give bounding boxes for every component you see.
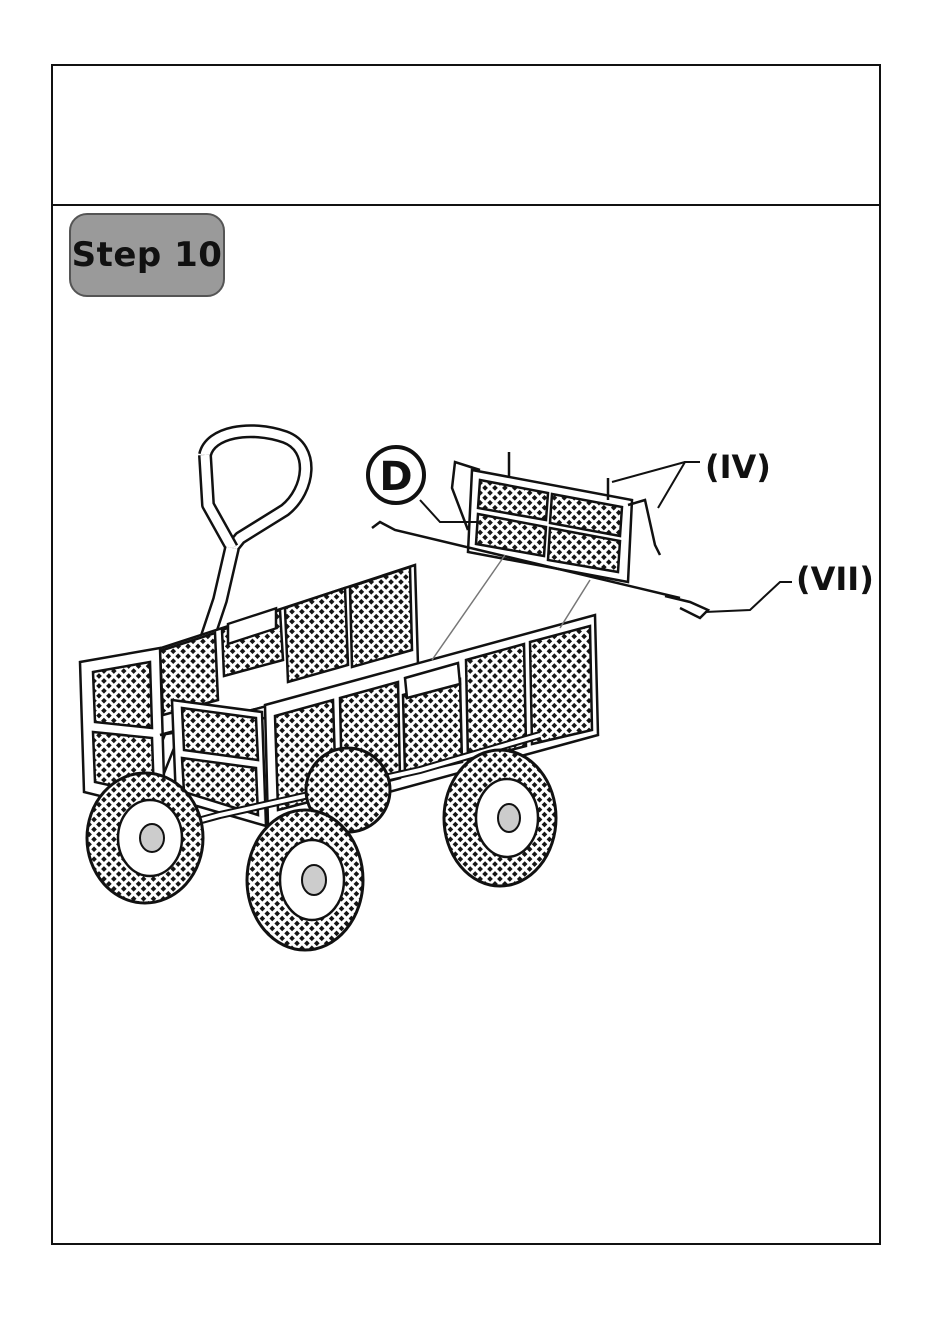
- callout-D-label: D: [379, 454, 412, 500]
- wheel-front-left: [247, 810, 363, 950]
- wheel-rear-left: [87, 773, 203, 903]
- callout-VII: (VII): [705, 560, 874, 612]
- wheel-front-right: [444, 750, 556, 886]
- callout-IV-label: (IV): [705, 448, 771, 486]
- callout-IV: (IV): [612, 448, 771, 508]
- callout-VII-label: (VII): [796, 560, 874, 598]
